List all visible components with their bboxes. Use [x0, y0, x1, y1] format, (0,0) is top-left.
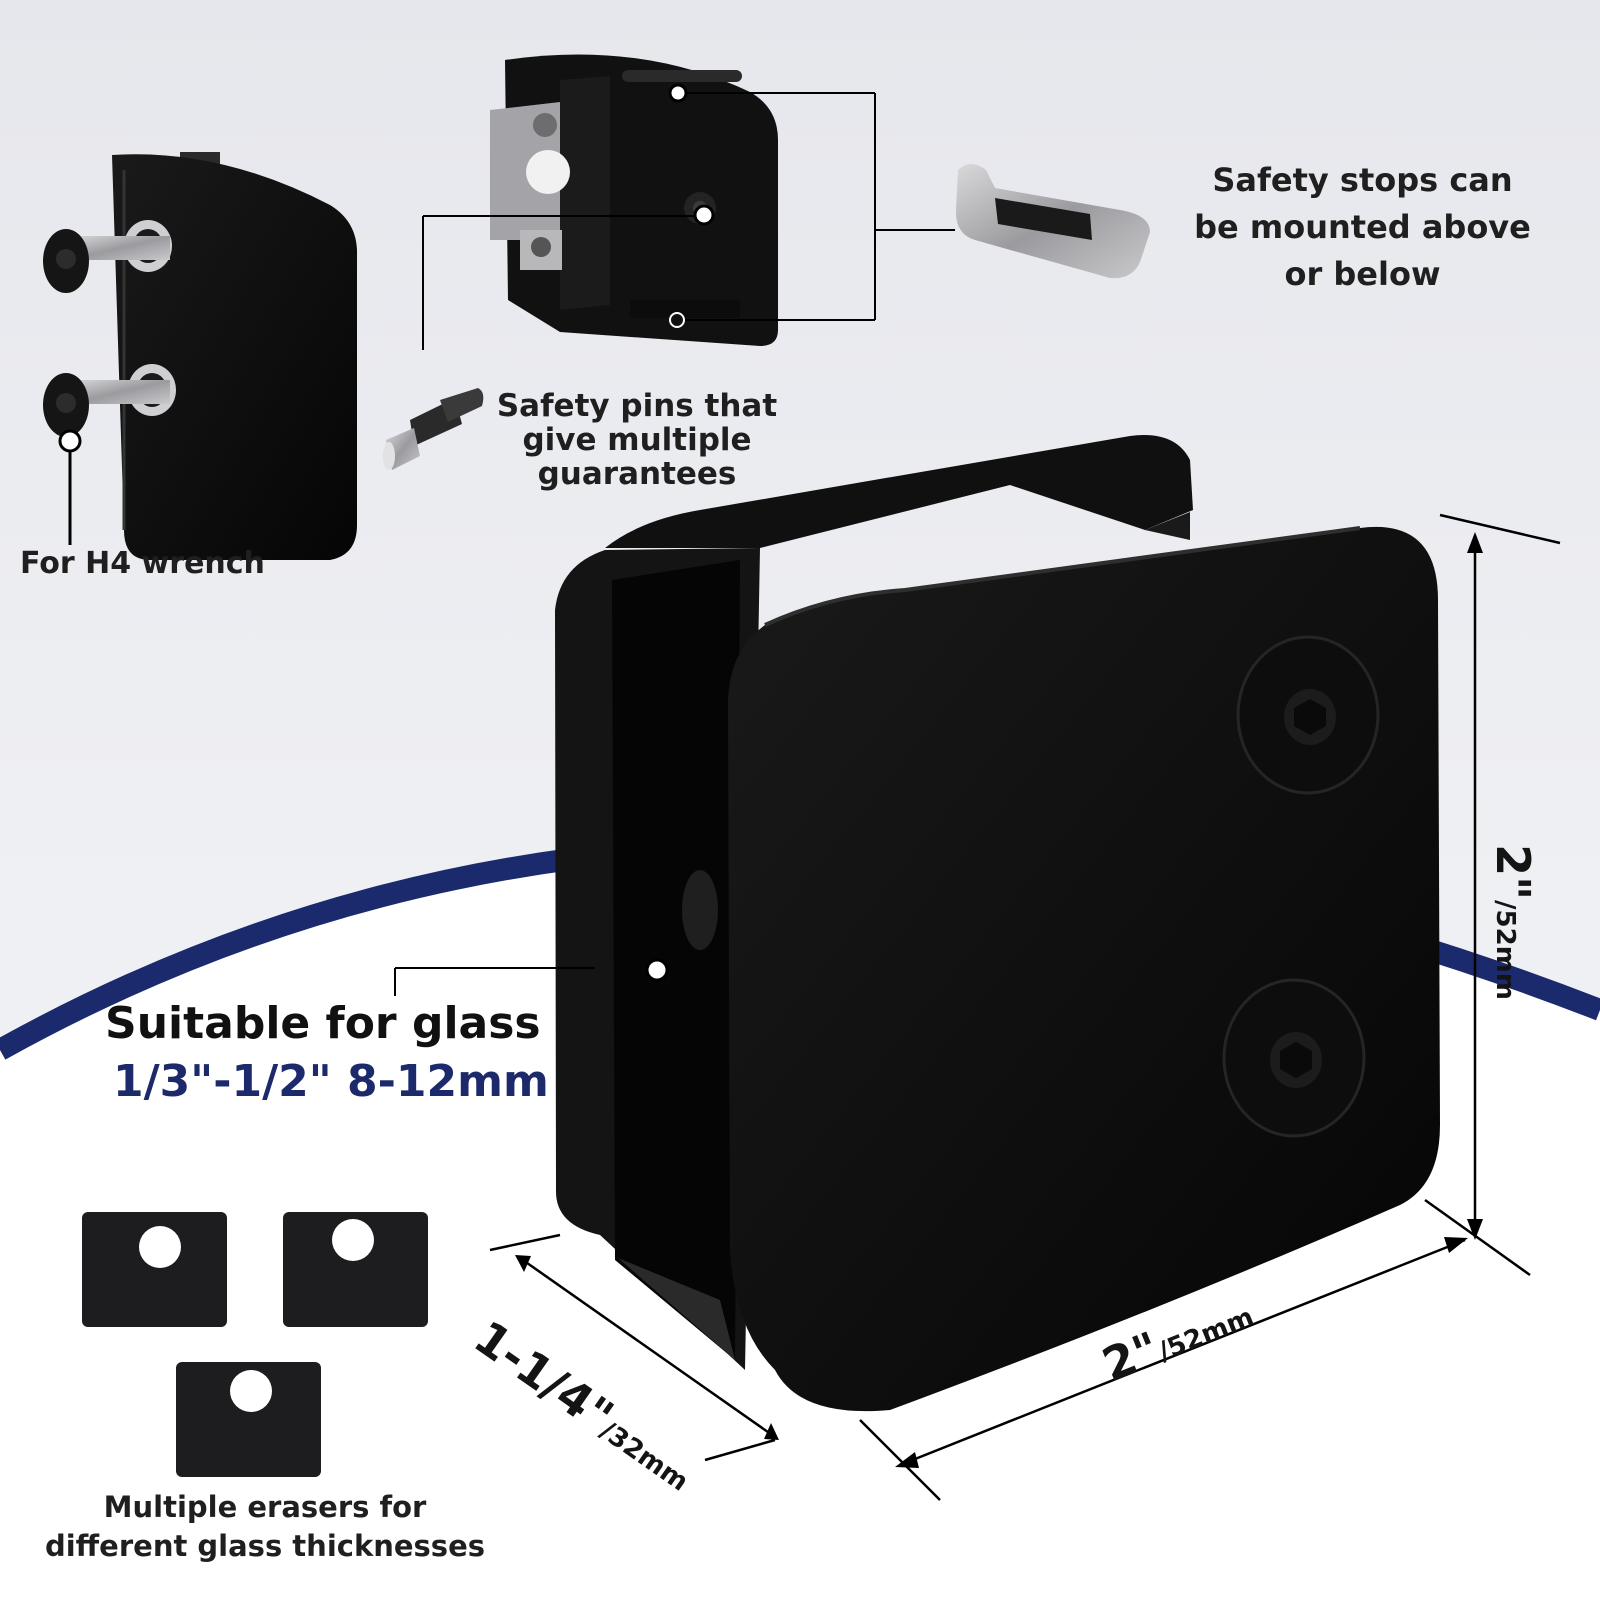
safety-stops-line-3: or below [1284, 255, 1441, 293]
safety-pins-line-1: Safety pins that [496, 388, 778, 424]
safety-stops-line-1: Safety stops can [1212, 161, 1513, 199]
safety-pins-line-3: guarantees [537, 456, 737, 492]
erasers-label: Multiple erasers for different glass thi… [30, 1488, 500, 1566]
rubber-gasket-3 [176, 1362, 321, 1477]
pin-callout [422, 204, 715, 350]
wrench-callout-dot [58, 429, 82, 453]
erasers-line-2: different glass thicknesses [44, 1529, 485, 1563]
glass-callout [394, 958, 669, 996]
rubber-gasket-2 [283, 1212, 428, 1327]
height-dimension-unit: /52mm [1489, 900, 1520, 1000]
glass-range: 1/3"-1/2" 8-12mm [113, 1056, 549, 1107]
cover-plate-with-bolts [43, 152, 358, 560]
erasers-line-1: Multiple erasers for [103, 1490, 427, 1524]
safety-pin [383, 388, 484, 470]
safety-stop-clip [955, 164, 1150, 279]
height-dimension-main: 2" [1485, 844, 1540, 901]
h4-wrench-label: For H4 wrench [20, 546, 265, 581]
safety-stops-label: Safety stops can be mounted above or bel… [1190, 157, 1535, 298]
glass-clamp-main [555, 435, 1440, 1412]
safety-pins-label: Safety pins that give multiple guarantee… [492, 389, 782, 491]
height-dimension-label: 2"/52mm [1486, 844, 1540, 1000]
safety-stops-line-2: be mounted above [1194, 208, 1531, 246]
safety-stop-bracket [668, 83, 955, 328]
glass-title: Suitable for glass [105, 998, 541, 1049]
clamp-body-exploded [490, 54, 778, 346]
rubber-gasket-1 [82, 1212, 227, 1327]
dimension-lines [489, 513, 1561, 1501]
safety-pins-line-2: give multiple [522, 422, 752, 458]
